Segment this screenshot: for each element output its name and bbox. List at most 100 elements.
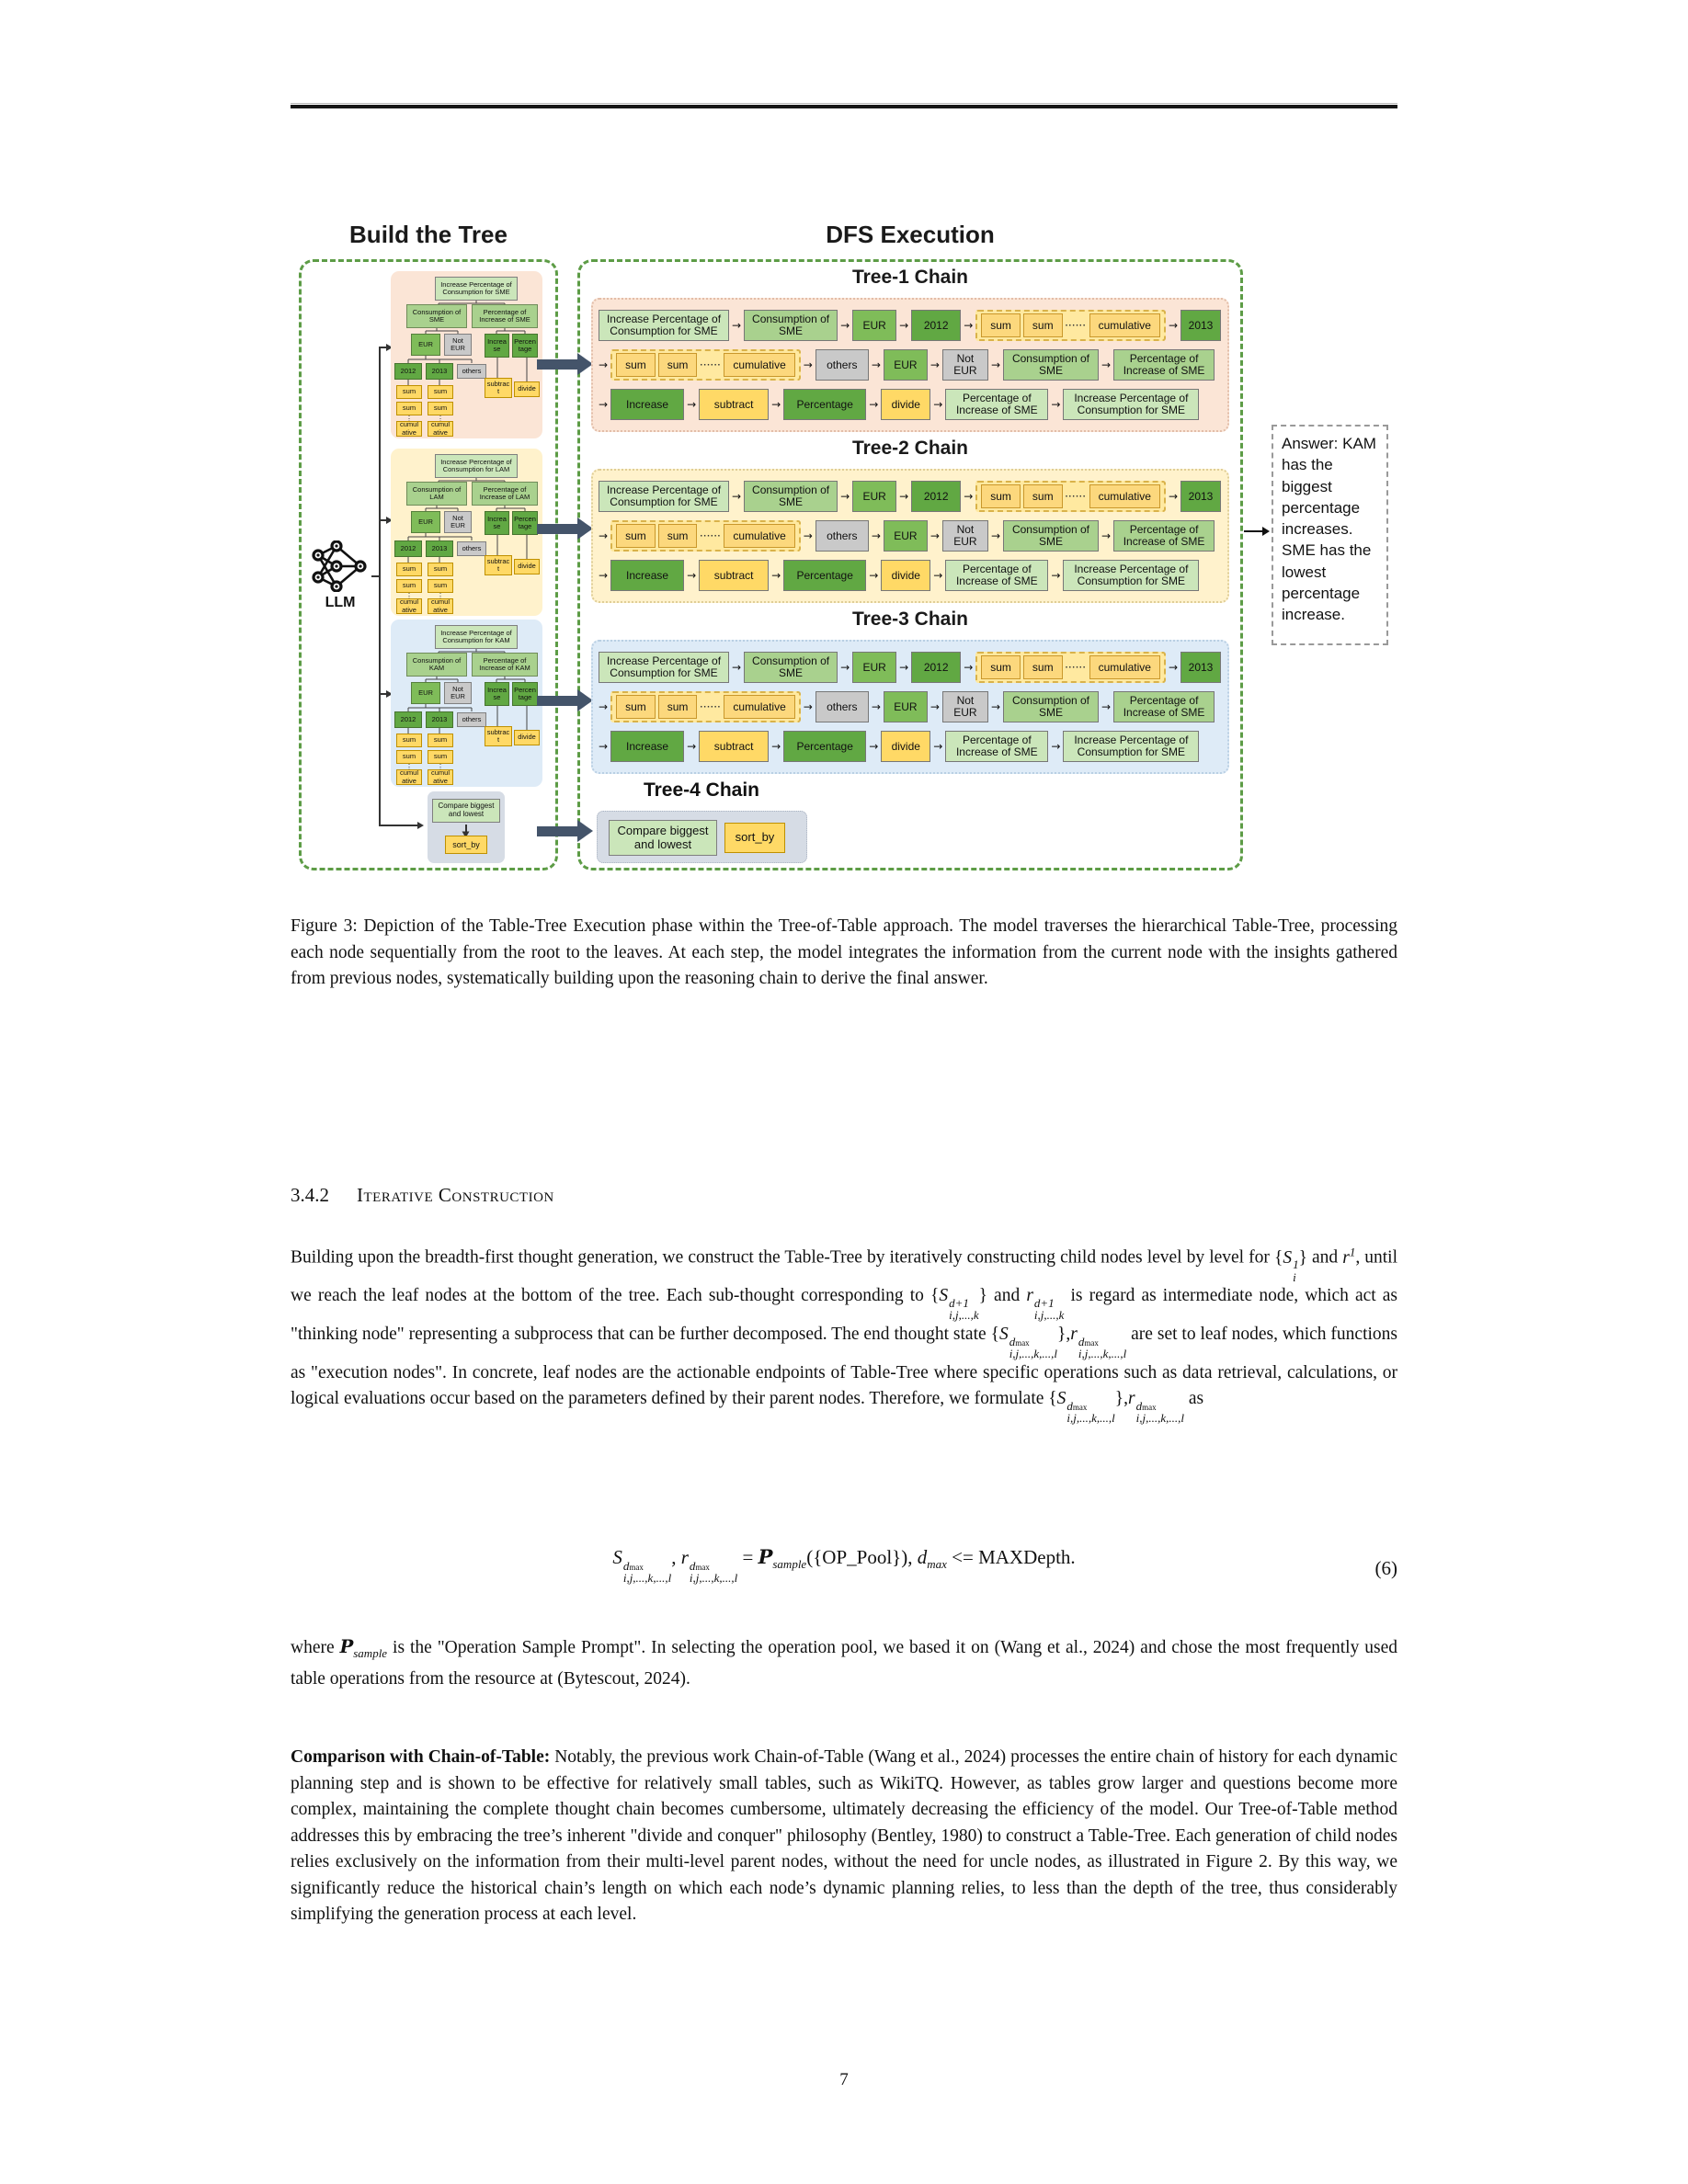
arrow-icon: → [771,569,781,582]
tree-node-2013: 2013 [426,363,453,380]
arrow-icon: → [1168,319,1178,332]
figure-3: Build the Tree DFS Execution [0,0,1688,901]
chain-title: Tree-2 Chain [851,438,969,459]
tree-root-node: Increase Percentage of Consumption for S… [435,277,518,301]
tree-node-subtract: subtract [485,726,512,746]
tree-node-sum: sum [428,563,453,576]
arrow-icon: → [687,740,697,753]
chain-box: 2013 [1180,481,1221,512]
arrow-icon: → [1168,661,1178,674]
tree-left-branch-node: Consumption of LAM [406,482,467,506]
arrowhead-icon [386,690,393,698]
tree-node-cumulative: cumulative [396,598,422,614]
tree-node-subtract: subtract [485,555,512,575]
tree-node-percentage: Percentage [512,334,538,358]
chain-box: Not EUR [941,349,988,381]
chain-box: Consumption of SME [744,310,838,341]
tree-root-node: Increase Percentage of Consumption for K… [435,625,518,649]
chain-box: others [815,691,869,722]
arrow-icon: → [687,398,697,411]
tree-node-sum: sum [428,385,453,399]
chain-box: EUR [883,349,928,381]
op-box: sum [657,524,698,548]
llm-label: LLM [325,595,356,610]
big-arrow-icon [537,689,593,711]
equation-number: (6) [1374,1557,1398,1579]
neural-network-icon [312,540,367,593]
tree-node-others: others [457,541,486,556]
tree-node-eur: EUR [411,511,440,533]
chain-box: Increase Percentage of Consumption for S… [599,481,729,512]
ellipsis-dots: ······ [1065,491,1087,502]
ellipsis-dots: ······ [700,701,722,712]
chain-box: 2012 [911,652,962,683]
table-tree-card: Increase Percentage of Consumption for L… [391,449,542,616]
tree-right-branch-node: Percentage of Increase of LAM [472,482,538,506]
ellipsis-dots: ······ [1065,320,1087,331]
arrow-icon: → [599,398,609,411]
arrowhead-icon [1262,527,1270,536]
para-3-body: Notably, the previous work Chain-of-Tabl… [291,1747,1397,1924]
arrow-icon: → [899,661,909,674]
op-box: cumulative [724,353,795,377]
page-number: 7 [839,2070,849,2089]
op-box: cumulative [1089,313,1160,337]
tree-node-eur: EUR [411,334,440,356]
table-tree-card: Increase Percentage of Consumption for S… [391,271,542,438]
arrow-icon: → [803,529,813,542]
arrow-icon: → [771,398,781,411]
arrow-icon: → [1051,569,1061,582]
chain-box: subtract [699,731,770,762]
tree-node-sum: sum [396,579,422,593]
chain-box: Percentage of Increase of SME [945,731,1049,762]
op-box: sum [657,695,698,719]
op-box: sum [1022,484,1063,508]
chain-box: EUR [852,481,897,512]
dfs-panel [577,259,1243,870]
inline-math: r1 [1342,1245,1356,1268]
chain-card: Increase Percentage of Consumption for S… [591,469,1229,603]
answer-arrow-line [1244,530,1263,532]
compare-link-line [465,825,467,832]
chain-box: Percentage of Increase of SME [1113,520,1215,552]
tree-node-divide: divide [514,730,540,745]
arrow-icon: → [869,398,879,411]
chain-box: Increase [610,389,685,420]
tree-node-divide: divide [514,559,540,574]
chain-card: Increase Percentage of Consumption for S… [591,298,1229,432]
chain-box: EUR [883,691,928,722]
branch-line-compare [381,825,417,826]
chain-row: Increase Percentage of Consumption for S… [599,652,1227,683]
tree-node-not-eur: Not EUR [444,511,472,533]
tree-node-2013: 2013 [426,540,453,557]
tree-node-others: others [457,712,486,727]
arrow-icon: → [599,358,609,371]
tree-node-increase: Increase [485,682,509,706]
chain-box: Percentage of Increase of SME [945,389,1049,420]
tree-node-sum: sum [396,563,422,576]
llm-icon-block: LLM [309,540,371,611]
sort-by-box: sort_by [724,823,785,853]
vertical-ellipsis: ⋮ [437,415,444,423]
arrow-icon: → [732,661,742,674]
arrow-icon: → [599,529,609,542]
tree4-chain-card: Compare biggest and lowest sort_by [597,811,807,863]
tree-node-cumulative: cumulative [428,421,453,437]
tree-node-eur: EUR [411,682,440,704]
compare-biggest-lowest-node: Compare biggest and lowest [432,799,500,823]
chain-box: Increase [610,560,685,591]
arrow-icon: → [1051,740,1061,753]
op-box: sum [1022,313,1063,337]
inline-math: Psample [339,1636,388,1660]
tree-node-sum: sum [428,734,453,747]
